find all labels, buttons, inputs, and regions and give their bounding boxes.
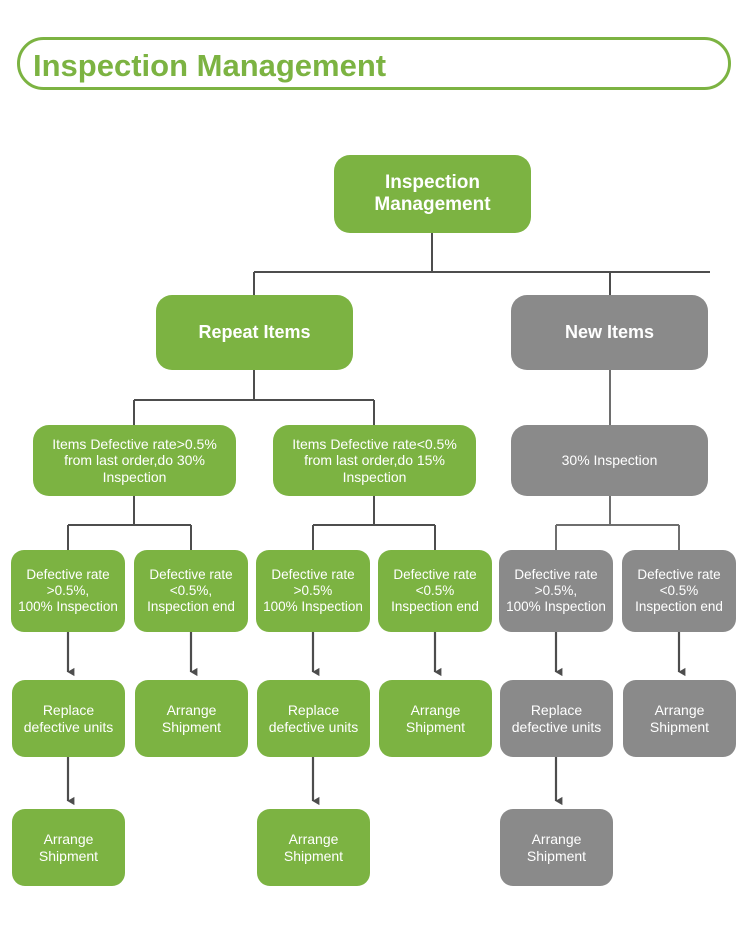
- node-repeat-items[interactable]: Repeat Items: [156, 295, 353, 370]
- node-shipment-2[interactable]: Arrange Shipment: [257, 809, 370, 886]
- node-cond-1[interactable]: Defective rate >0.5%, 100% Inspection: [11, 550, 125, 632]
- node-action-4[interactable]: Arrange Shipment: [379, 680, 492, 757]
- node-action-1[interactable]: Replace defective units: [12, 680, 125, 757]
- header-banner: [17, 37, 731, 90]
- node-action-2[interactable]: Arrange Shipment: [135, 680, 248, 757]
- node-cond-6[interactable]: Defective rate <0.5% Inspection end: [622, 550, 736, 632]
- node-new-items[interactable]: New Items: [511, 295, 708, 370]
- node-inspection-management[interactable]: Inspection Management: [334, 155, 531, 233]
- node-cond-2[interactable]: Defective rate <0.5%, Inspection end: [134, 550, 248, 632]
- node-repeat-defective-over[interactable]: Items Defective rate>0.5% from last orde…: [33, 425, 236, 496]
- node-shipment-3[interactable]: Arrange Shipment: [500, 809, 613, 886]
- node-action-6[interactable]: Arrange Shipment: [623, 680, 736, 757]
- node-cond-5[interactable]: Defective rate >0.5%, 100% Inspection: [499, 550, 613, 632]
- page-title: Inspection Management: [33, 48, 387, 83]
- node-action-5[interactable]: Replace defective units: [500, 680, 613, 757]
- node-cond-3[interactable]: Defective rate >0.5% 100% Inspection: [256, 550, 370, 632]
- node-shipment-1[interactable]: Arrange Shipment: [12, 809, 125, 886]
- node-repeat-defective-under[interactable]: Items Defective rate<0.5% from last orde…: [273, 425, 476, 496]
- node-cond-4[interactable]: Defective rate <0.5% Inspection end: [378, 550, 492, 632]
- node-new-30-percent-inspection[interactable]: 30% Inspection: [511, 425, 708, 496]
- node-action-3[interactable]: Replace defective units: [257, 680, 370, 757]
